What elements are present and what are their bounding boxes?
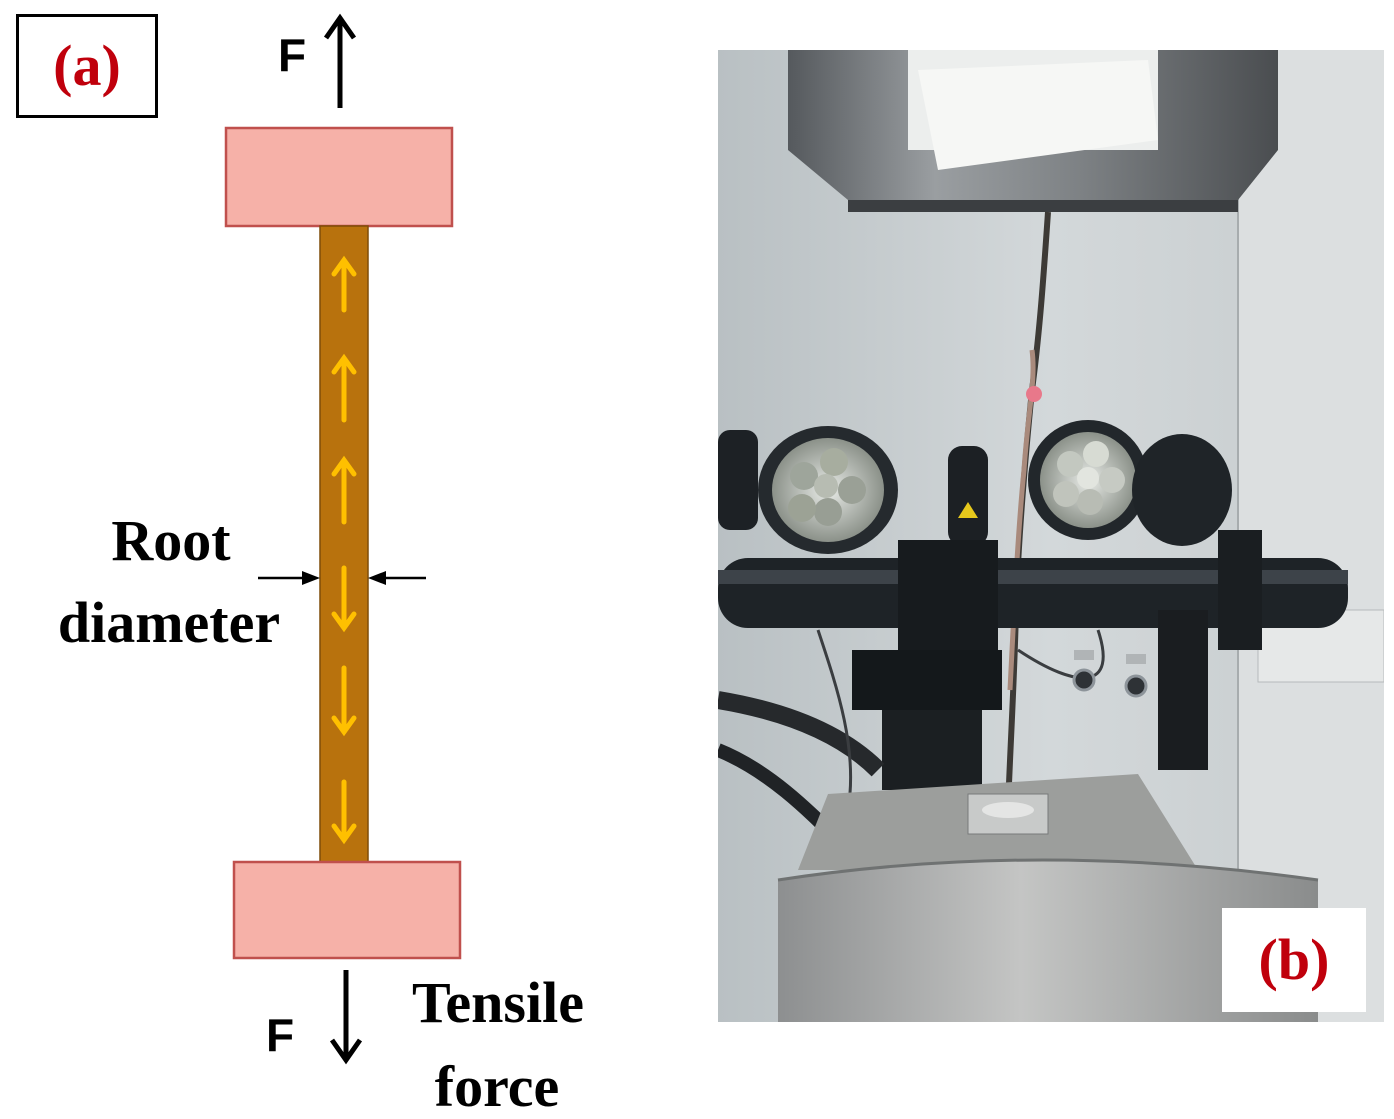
- top-force-label: F: [278, 29, 307, 81]
- root-label-line1: Root: [111, 508, 231, 573]
- panel-b-label-box: (b): [1222, 908, 1366, 1012]
- bottom-force-arrow: [329, 970, 363, 1065]
- bottom-force-label: F: [266, 1009, 295, 1061]
- tensile-test-diagram: [224, 13, 462, 1065]
- panel-b-label: (b): [1258, 927, 1330, 992]
- top-clamp: [224, 126, 454, 228]
- panel-a-label-box: (a): [16, 14, 158, 118]
- panel-a-label: (a): [53, 33, 121, 98]
- internal-tension-arrows-down: [331, 565, 357, 845]
- tensile-label-line2: force: [434, 1054, 560, 1119]
- root-specimen-rod: [319, 225, 369, 863]
- tensile-label-line1: Tensile: [412, 970, 584, 1035]
- internal-tension-arrows-up: [331, 255, 357, 525]
- top-force-arrow: [323, 13, 357, 108]
- root-diameter-dimension-arrows: [258, 571, 426, 585]
- bottom-clamp: [232, 860, 462, 960]
- root-label-line2: diameter: [57, 590, 281, 655]
- tensile-testing-machine-photo: [718, 50, 1384, 1022]
